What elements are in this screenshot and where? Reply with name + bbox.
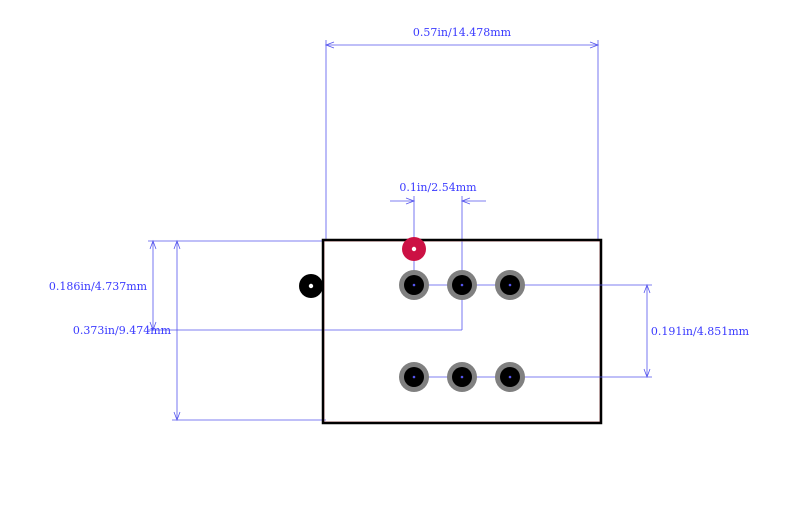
row-arrow-top — [643, 283, 651, 294]
pad-bottom-2 — [447, 362, 477, 392]
pad-bottom-1 — [399, 362, 429, 392]
row-arrow-bottom — [643, 368, 651, 379]
row-dimension-label: 0.191in/4.851mm — [651, 325, 750, 338]
pitch-arrow-left — [405, 197, 416, 205]
body-outline — [321, 238, 603, 425]
orientation-dot-center — [308, 283, 314, 289]
height-arrow-bottom — [173, 411, 181, 422]
dimension-pin1-to-row: 0.186in/4.737mm — [49, 239, 326, 332]
pad-center — [460, 375, 464, 379]
pad-center — [412, 283, 416, 287]
pad-center — [508, 283, 512, 287]
pin1-arrow-top — [149, 239, 157, 250]
height-dimension-label: 0.373in/9.474mm — [73, 324, 172, 337]
width-dimension-label: 0.57in/14.478mm — [413, 26, 512, 39]
pad-center — [460, 283, 464, 287]
width-arrow-left — [324, 41, 335, 49]
width-arrow-right — [589, 41, 600, 49]
dimension-overall-height: 0.373in/9.474mm — [73, 239, 462, 422]
pad-group — [399, 270, 525, 392]
pad-bottom-3 — [495, 362, 525, 392]
pad-center — [508, 375, 512, 379]
orientation-dot — [299, 274, 323, 298]
pin1-marker — [402, 237, 426, 261]
pad-top-3 — [495, 270, 525, 300]
dimension-overall-width: 0.57in/14.478mm — [324, 26, 600, 240]
pad-top-1 — [399, 270, 429, 300]
height-arrow-top — [173, 239, 181, 250]
pin1-marker-center — [411, 246, 417, 252]
pin1-dimension-label: 0.186in/4.737mm — [49, 280, 148, 293]
pad-top-2 — [447, 270, 477, 300]
pad-center — [412, 375, 416, 379]
pitch-arrow-right — [460, 197, 471, 205]
pitch-dimension-label: 0.1in/2.54mm — [399, 181, 477, 194]
dimension-pin-pitch: 0.1in/2.54mm — [390, 181, 486, 330]
